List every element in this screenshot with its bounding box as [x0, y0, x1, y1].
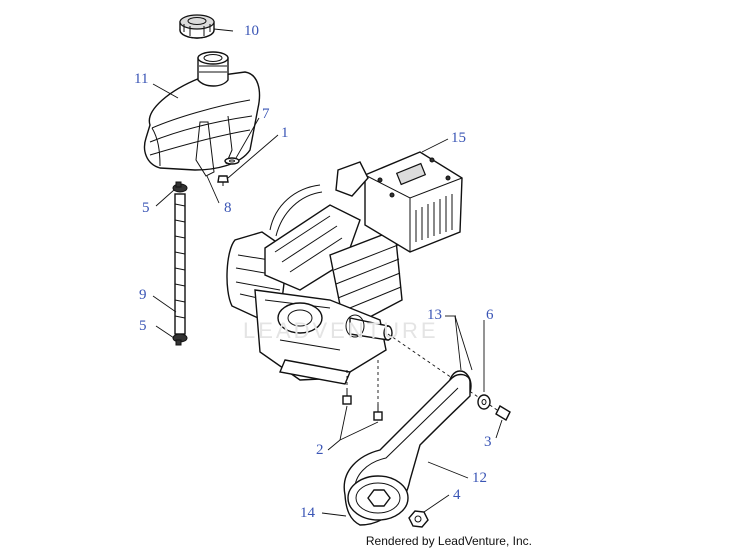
- engine[interactable]: [226, 151, 463, 385]
- hose-clamp-top[interactable]: [172, 181, 188, 193]
- pulley-bolt[interactable]: [495, 405, 511, 421]
- callout-14[interactable]: 14: [300, 505, 315, 521]
- engine-bolt-left[interactable]: [342, 388, 352, 405]
- pulley-nut[interactable]: [408, 510, 429, 528]
- render-credit: Rendered by LeadVenture, Inc.: [365, 534, 532, 548]
- callout-8[interactable]: 8: [224, 200, 232, 216]
- fuel-line[interactable]: [174, 193, 186, 335]
- callout-5-top[interactable]: 5: [142, 200, 150, 216]
- callout-5-bottom[interactable]: 5: [139, 318, 147, 334]
- driven-pulley[interactable]: [347, 475, 409, 521]
- callout-4[interactable]: 4: [453, 487, 461, 503]
- fuel-cap[interactable]: [179, 14, 215, 39]
- fuel-tank[interactable]: [143, 51, 261, 171]
- washer[interactable]: [224, 157, 240, 165]
- pulley-washer[interactable]: [477, 394, 491, 410]
- callout-12[interactable]: 12: [472, 470, 487, 486]
- engine-bolt-right[interactable]: [373, 404, 383, 421]
- callout-7[interactable]: 7: [262, 106, 270, 122]
- callout-9[interactable]: 9: [139, 287, 147, 303]
- callout-2[interactable]: 2: [316, 442, 324, 458]
- callout-3[interactable]: 3: [484, 434, 492, 450]
- callout-13[interactable]: 13: [427, 307, 442, 323]
- watermark: LEADVENTURE: [243, 318, 439, 343]
- callout-11[interactable]: 11: [134, 71, 149, 87]
- hose-clamp-bottom[interactable]: [172, 333, 188, 346]
- callout-6[interactable]: 6: [486, 307, 494, 323]
- callout-15[interactable]: 15: [451, 130, 466, 146]
- callout-1[interactable]: 1: [281, 125, 289, 141]
- callout-10[interactable]: 10: [244, 23, 259, 39]
- leader-lines: [152, 28, 503, 517]
- tank-bolt[interactable]: [217, 175, 229, 186]
